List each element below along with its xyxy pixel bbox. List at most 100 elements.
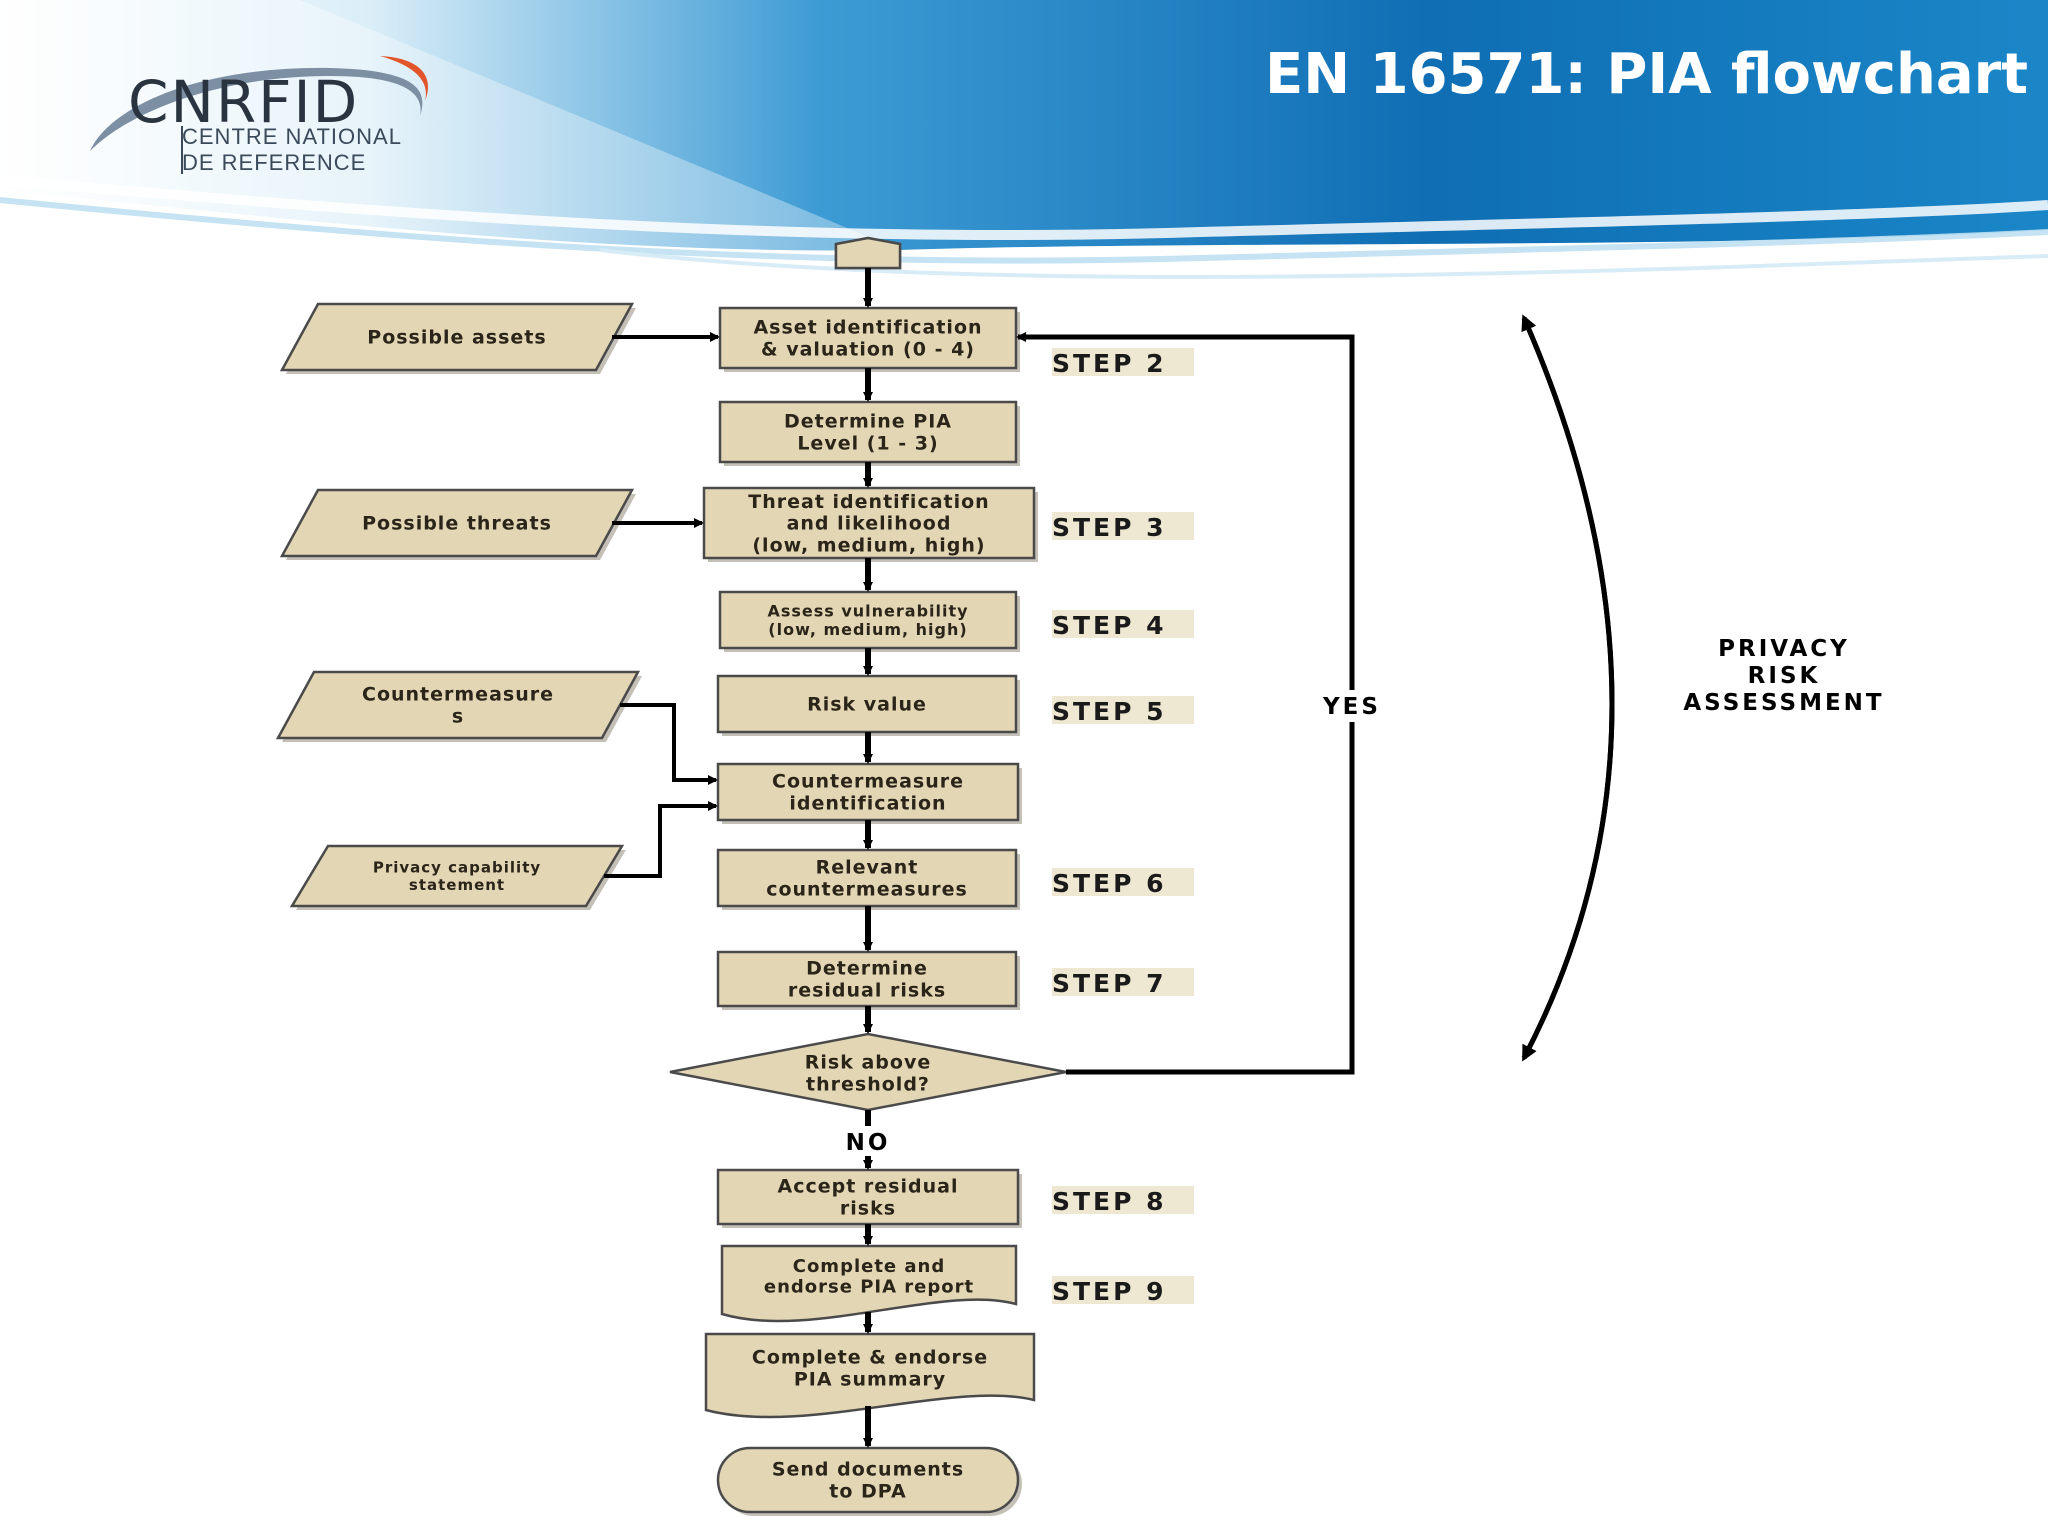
- input-possible-threats: [279, 488, 635, 558]
- box-assess-vulnerability-text-line-1: Assess vulnerability: [767, 601, 968, 620]
- logo-swoosh: [90, 56, 428, 151]
- step-label-bg-s4: [1052, 610, 1194, 638]
- header-background: [0, 0, 2048, 279]
- box-assess-vulnerability-text: Assess vulnerability(low, medium, high): [767, 601, 968, 639]
- box-assess-vulnerability: [718, 590, 1018, 650]
- doc-complete-pia-report-text-line-2: endorse PIA report: [764, 1277, 974, 1298]
- box-threat-identification-text-line-1: Threat identification: [748, 491, 989, 513]
- input-countermeasures: [275, 670, 641, 740]
- input-privacy-capability-statement-text-line-1: Privacy capability: [373, 859, 541, 877]
- step-label-s9: STEP 9: [1052, 1277, 1167, 1306]
- step-label-s2: STEP 2: [1052, 349, 1167, 378]
- page-title: EN 16571: PIA flowchart: [1265, 42, 2028, 107]
- terminator-send-to-dpa-text-line-1: Send documents: [772, 1459, 964, 1481]
- step-label-bg-s9: [1052, 1276, 1194, 1304]
- input-possible-threats-text-line-1: Possible threats: [362, 513, 552, 535]
- doc-complete-pia-summary: [704, 1332, 1036, 1419]
- arrow-countermeasures-to-identification: [620, 703, 718, 785]
- box-asset-identification-text-line-1: Asset identification: [753, 317, 982, 339]
- box-threat-identification-text-line-2: and likelihood: [787, 513, 952, 535]
- box-determine-pia-level: [718, 400, 1018, 464]
- step-label-bg-s8: [1052, 1186, 1194, 1214]
- doc-complete-pia-report: [720, 1244, 1018, 1323]
- box-countermeasure-identification-text-line-1: Countermeasure: [772, 771, 964, 793]
- logo-line-1: CENTRE NATIONAL: [182, 124, 402, 149]
- box-accept-residual-risks-text-line-1: Accept residual: [778, 1176, 959, 1198]
- decision-risk-above-threshold-text-line-2: threshold?: [806, 1074, 930, 1096]
- input-possible-threats-text: Possible threats: [362, 513, 552, 535]
- label-privacy-risk-assessment-line-1: PRIVACY: [1718, 636, 1850, 662]
- input-possible-assets: [279, 302, 635, 372]
- step-label-bg-s7: [1052, 968, 1194, 996]
- input-countermeasures-text-line-1: Countermeasure: [362, 684, 554, 706]
- box-threat-identification-text-line-3: (low, medium, high): [752, 535, 985, 557]
- input-countermeasures-text-line-2: s: [452, 706, 464, 728]
- box-asset-identification-text-line-2: & valuation (0 - 4): [761, 339, 975, 361]
- box-accept-residual-risks: [716, 1168, 1020, 1226]
- start-connector: [834, 236, 902, 270]
- logo-line-2: DE REFERENCE: [182, 150, 367, 175]
- box-countermeasure-identification: [716, 762, 1020, 822]
- input-possible-assets-text: Possible assets: [367, 327, 546, 349]
- box-risk-value-text-line-1: Risk value: [807, 694, 927, 716]
- box-determine-residual-risks-text-line-2: residual risks: [788, 980, 946, 1002]
- label-no: NO: [846, 1130, 891, 1156]
- label-privacy-risk-assessment-line-2: RISK: [1748, 663, 1821, 689]
- box-asset-identification-text: Asset identification& valuation (0 - 4): [753, 317, 982, 361]
- doc-complete-pia-summary-text-line-1: Complete & endorse: [752, 1347, 988, 1369]
- box-determine-pia-level-text-line-2: Level (1 - 3): [797, 433, 938, 455]
- box-determine-residual-risks-text-line-1: Determine: [806, 958, 928, 980]
- doc-complete-pia-report-text-line-1: Complete and: [793, 1256, 946, 1277]
- assessment-bracket-arrow-up: [1521, 314, 1615, 1060]
- label-no-bg: [832, 1126, 904, 1156]
- input-possible-assets-text-line-1: Possible assets: [367, 327, 546, 349]
- box-relevant-countermeasures-text-line-2: countermeasures: [766, 879, 968, 901]
- box-relevant-countermeasures: [716, 848, 1018, 908]
- arrow-pcs-to-identification: [604, 801, 718, 878]
- box-accept-residual-risks-text-line-2: risks: [840, 1198, 896, 1220]
- step-label-s3: STEP 3: [1052, 513, 1167, 542]
- step-label-bg-s5: [1052, 696, 1194, 724]
- terminator-send-to-dpa-text-line-2: to DPA: [829, 1481, 906, 1503]
- label-yes: YES: [1322, 694, 1381, 720]
- box-countermeasure-identification-text-line-2: identification: [789, 793, 946, 815]
- step-label-bg-s2: [1052, 348, 1194, 376]
- doc-complete-pia-summary-text-line-2: PIA summary: [794, 1369, 946, 1391]
- step-label-s8: STEP 8: [1052, 1187, 1167, 1216]
- step-label-s6: STEP 6: [1052, 869, 1167, 898]
- logo-wordmark: CNRFID: [128, 68, 360, 136]
- step-label-s7: STEP 7: [1052, 969, 1167, 998]
- label-privacy-risk-assessment-line-3: ASSESSMENT: [1683, 690, 1884, 716]
- label-yes-bg: [1306, 690, 1398, 722]
- input-privacy-capability-statement: [289, 844, 625, 908]
- input-privacy-capability-statement-text-line-2: statement: [409, 876, 505, 894]
- box-assess-vulnerability-text-line-2: (low, medium, high): [768, 620, 967, 639]
- box-risk-value: [716, 674, 1018, 734]
- box-risk-value-text: Risk value: [807, 694, 927, 716]
- box-threat-identification: [702, 486, 1036, 560]
- box-determine-residual-risks: [716, 950, 1018, 1008]
- box-relevant-countermeasures-text-line-1: Relevant: [816, 857, 919, 879]
- decision-risk-above-threshold-text-line-1: Risk above: [805, 1052, 931, 1074]
- logo-divider: [181, 126, 183, 174]
- step-label-s5: STEP 5: [1052, 697, 1167, 726]
- box-determine-pia-level-text-line-1: Determine PIA: [784, 411, 952, 433]
- step-label-s4: STEP 4: [1052, 611, 1167, 640]
- step-label-bg-s6: [1052, 868, 1194, 896]
- terminator-send-to-dpa: [716, 1446, 1020, 1514]
